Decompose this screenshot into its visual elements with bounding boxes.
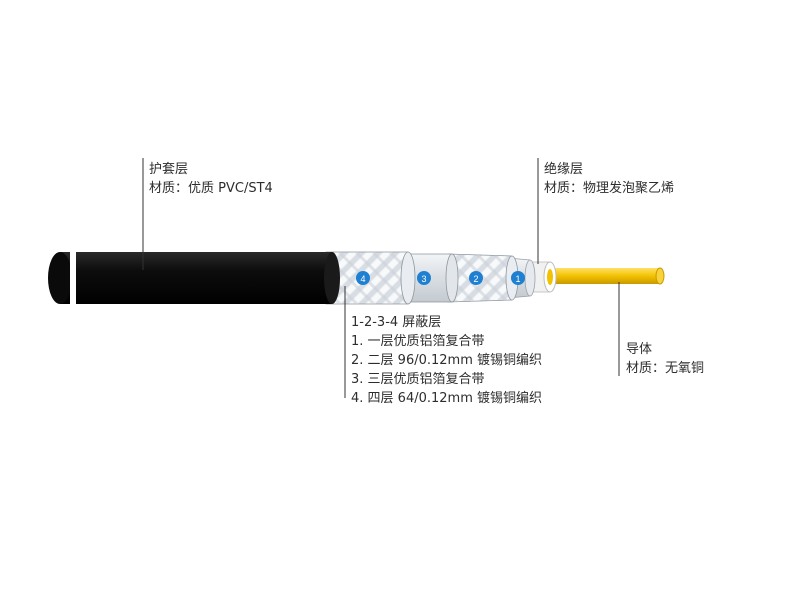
- insulation-label: 绝缘层 材质：物理发泡聚乙烯: [544, 160, 674, 198]
- jacket-label: 护套层 材质：优质 PVC/ST4: [149, 160, 273, 198]
- insulation-material: 材质：物理发泡聚乙烯: [544, 181, 675, 196]
- outer-jacket: [48, 252, 340, 304]
- svg-text:2: 2: [473, 274, 478, 284]
- conductor: [548, 267, 665, 285]
- jacket-material: 材质：优质 PVC/ST4: [149, 181, 273, 196]
- svg-text:1: 1: [515, 274, 520, 284]
- shield-item-4: 4. 四层 64/0.12mm 镀锡铜编织: [351, 391, 542, 406]
- shield-title: 1-2-3-4 屏蔽层: [351, 315, 442, 330]
- svg-text:3: 3: [421, 274, 426, 284]
- jacket-stripe: [70, 252, 76, 304]
- shield-item-2: 2. 二层 96/0.12mm 镀锡铜编织: [351, 353, 542, 368]
- conductor-label: 导体 材质：无氧铜: [626, 340, 704, 378]
- svg-text:4: 4: [360, 274, 365, 284]
- shield-badge-4: 4: [356, 271, 370, 285]
- shield-badge-3: 3: [417, 271, 431, 285]
- shield-label: 1-2-3-4 屏蔽层 1. 一层优质铝箔复合带 2. 二层 96/0.12mm…: [351, 313, 542, 408]
- shield-badge-2: 2: [469, 271, 483, 285]
- conductor-title: 导体: [626, 342, 653, 357]
- shield-item-3: 3. 三层优质铝箔复合带: [351, 372, 485, 387]
- insulation-title: 绝缘层: [544, 162, 584, 177]
- shield-badge-1: 1: [511, 271, 525, 285]
- jacket-title: 护套层: [149, 162, 189, 177]
- shield-item-1: 1. 一层优质铝箔复合带: [351, 334, 485, 349]
- conductor-material: 材质：无氧铜: [626, 361, 705, 376]
